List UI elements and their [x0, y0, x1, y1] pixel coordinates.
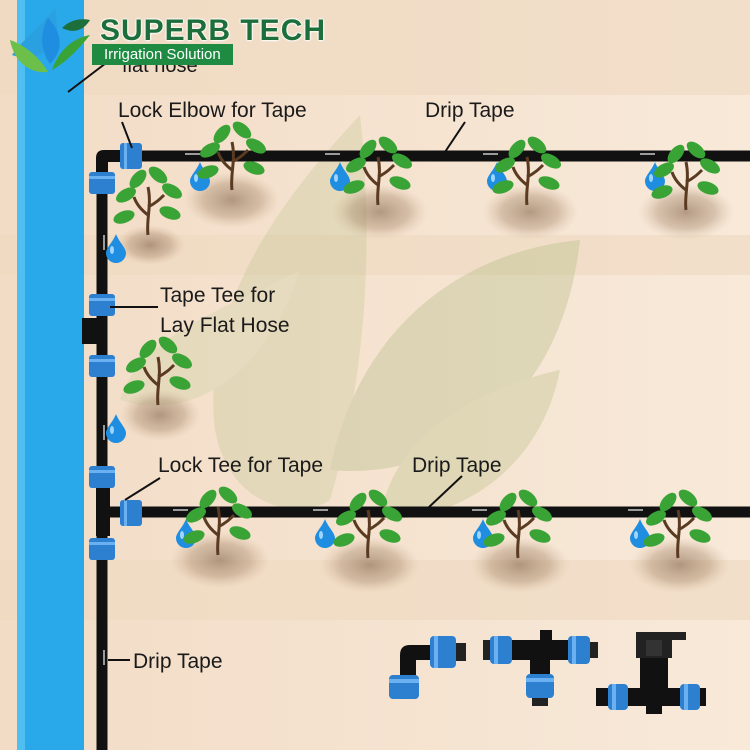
- lock-elbow-leader: [121, 121, 133, 149]
- water-drop-icon: [330, 162, 350, 191]
- drip-tape-middle-label: Drip Tape: [412, 454, 502, 477]
- hose-highlight: [17, 0, 25, 750]
- plant-seedling-icon: [333, 489, 402, 559]
- water-drop-highlight: [194, 174, 198, 182]
- water-drop-highlight: [649, 174, 653, 182]
- plant-seedling-icon: [183, 486, 252, 556]
- lock-tee-label: Lock Tee for Tape: [158, 454, 324, 477]
- drip-tape-top-label: Drip Tape: [425, 99, 515, 122]
- plant-seedling-icon: [651, 141, 720, 211]
- product-lock-tee: [483, 630, 598, 706]
- tape-tee-label-line2: Lay Flat Hose: [160, 314, 290, 337]
- product-tape-tee-valve: [596, 632, 706, 714]
- water-drop-highlight: [180, 531, 184, 539]
- water-drop-icon: [315, 519, 335, 548]
- lock-tee-fitting-icon: [89, 466, 142, 560]
- plant-seedling-icon: [483, 489, 552, 559]
- water-drop-highlight: [634, 531, 638, 539]
- water-drop-icon: [645, 162, 665, 191]
- drip-tape-top-leader: [444, 121, 466, 153]
- lock-tee-leader: [124, 477, 161, 501]
- plants: [113, 121, 720, 559]
- water-drop-highlight: [491, 174, 495, 182]
- label-leaders: [108, 121, 466, 661]
- water-drop-icon: [106, 414, 126, 443]
- brand-tagline: Irrigation Solution: [92, 44, 233, 65]
- water-drop-highlight: [334, 174, 338, 182]
- product-lock-elbow: [389, 636, 466, 699]
- plant-seedling-icon: [643, 489, 712, 559]
- main-lay-flat-hose: [17, 0, 84, 750]
- lock-elbow-label: Lock Elbow for Tape: [118, 99, 307, 122]
- leaf-logo-icon: [10, 8, 90, 73]
- lock-elbow-corner: [96, 150, 122, 178]
- water-drop-highlight: [110, 426, 114, 434]
- drip-tape-bottom-label: Drip Tape: [133, 650, 223, 673]
- emitter-marks: [103, 153, 655, 665]
- water-drop-highlight: [319, 531, 323, 539]
- tape-tee-valve-fitting-icon: [82, 294, 115, 377]
- pipes: [96, 150, 750, 750]
- plant-seedling-icon: [492, 136, 561, 206]
- plant-seedling-icon: [123, 336, 192, 406]
- fittings: [82, 143, 142, 560]
- lock-elbow-fitting-icon: [89, 143, 142, 194]
- plant-seedling-icon: [197, 121, 266, 191]
- brand-name: SUPERB TECH: [100, 14, 327, 47]
- plant-seedling-icon: [113, 166, 182, 236]
- water-drop-highlight: [477, 531, 481, 539]
- water-drop-highlight: [110, 246, 114, 254]
- hose-label-leader: [67, 59, 111, 93]
- water-drop-icon: [106, 234, 126, 263]
- drip-tape-middle-leader: [427, 475, 463, 509]
- plant-seedling-icon: [343, 136, 412, 206]
- tape-tee-label-line1: Tape Tee for: [160, 284, 276, 307]
